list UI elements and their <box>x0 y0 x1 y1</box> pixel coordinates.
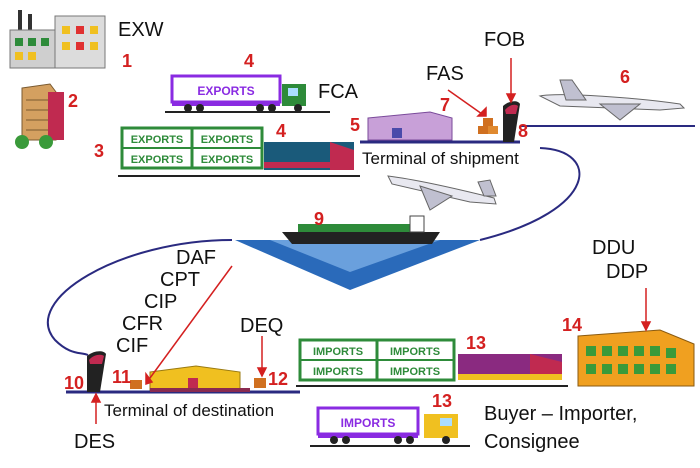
warehouse-icon <box>360 111 520 144</box>
warehouse-icon <box>130 365 266 392</box>
term-daf: DAF <box>176 247 216 269</box>
step-number: 1 <box>122 51 133 71</box>
term-des: DES <box>74 431 116 453</box>
term-deq: DEQ <box>240 315 284 337</box>
term-cif: CIF <box>116 335 149 357</box>
step-number: 12 <box>268 369 289 389</box>
terminal-of-shipment-label: Terminal of shipment <box>362 149 519 168</box>
truck-label: IMPORTS <box>341 416 396 430</box>
term-cpt: CPT <box>160 269 200 291</box>
step-number: 6 <box>620 67 631 87</box>
airplane-icon <box>387 175 497 211</box>
step-number: 5 <box>350 115 361 135</box>
container-label: IMPORTS <box>390 346 440 358</box>
office-building-icon <box>15 83 64 149</box>
buyer-label-line1: Buyer – Importer, <box>484 403 638 425</box>
warehouse-icon <box>577 329 695 387</box>
term-ddu: DDU <box>592 237 636 259</box>
container-label: IMPORTS <box>390 366 440 378</box>
step-number: 7 <box>440 95 451 115</box>
container-label: EXPORTS <box>131 134 184 146</box>
terminal-of-destination-label: Terminal of destination <box>104 401 275 420</box>
term-arrows <box>90 58 652 424</box>
step-number: 2 <box>68 91 79 111</box>
step-number: 4 <box>276 121 287 141</box>
buyer-label-line2: Consignee <box>484 431 580 453</box>
step-number: 10 <box>64 373 85 393</box>
step-number: 8 <box>518 121 529 141</box>
step-number: 14 <box>562 315 583 335</box>
step-number: 11 <box>112 367 132 387</box>
truck-label: EXPORTS <box>197 84 254 98</box>
term-exw: EXW <box>118 19 164 41</box>
crate-icon <box>478 118 498 134</box>
term-fas: FAS <box>426 63 464 85</box>
container-label: EXPORTS <box>201 134 254 146</box>
truck-icon <box>165 74 330 113</box>
term-ddp: DDP <box>606 261 649 283</box>
term-cip: CIP <box>144 291 178 313</box>
truck-icon <box>310 406 470 447</box>
route-curve-right <box>479 147 581 241</box>
step-number: 13 <box>432 391 453 411</box>
ship-bow-icon <box>503 101 520 142</box>
step-number: 13 <box>466 333 487 353</box>
container-label: IMPORTS <box>313 346 363 358</box>
step-number: 4 <box>244 51 255 71</box>
term-cfr: CFR <box>122 313 164 335</box>
container-label: EXPORTS <box>131 154 184 166</box>
train-icon <box>118 126 360 177</box>
step-number: 3 <box>94 141 105 161</box>
train-icon <box>296 338 568 387</box>
term-fob: FOB <box>484 29 526 51</box>
step-number: 9 <box>314 209 325 229</box>
route-curve-left <box>47 239 233 356</box>
airplane-icon <box>520 79 695 127</box>
factory-icon <box>9 10 106 69</box>
container-label: IMPORTS <box>313 366 363 378</box>
ship-icon <box>235 215 480 290</box>
term-fca: FCA <box>318 81 358 103</box>
container-label: EXPORTS <box>201 154 254 166</box>
